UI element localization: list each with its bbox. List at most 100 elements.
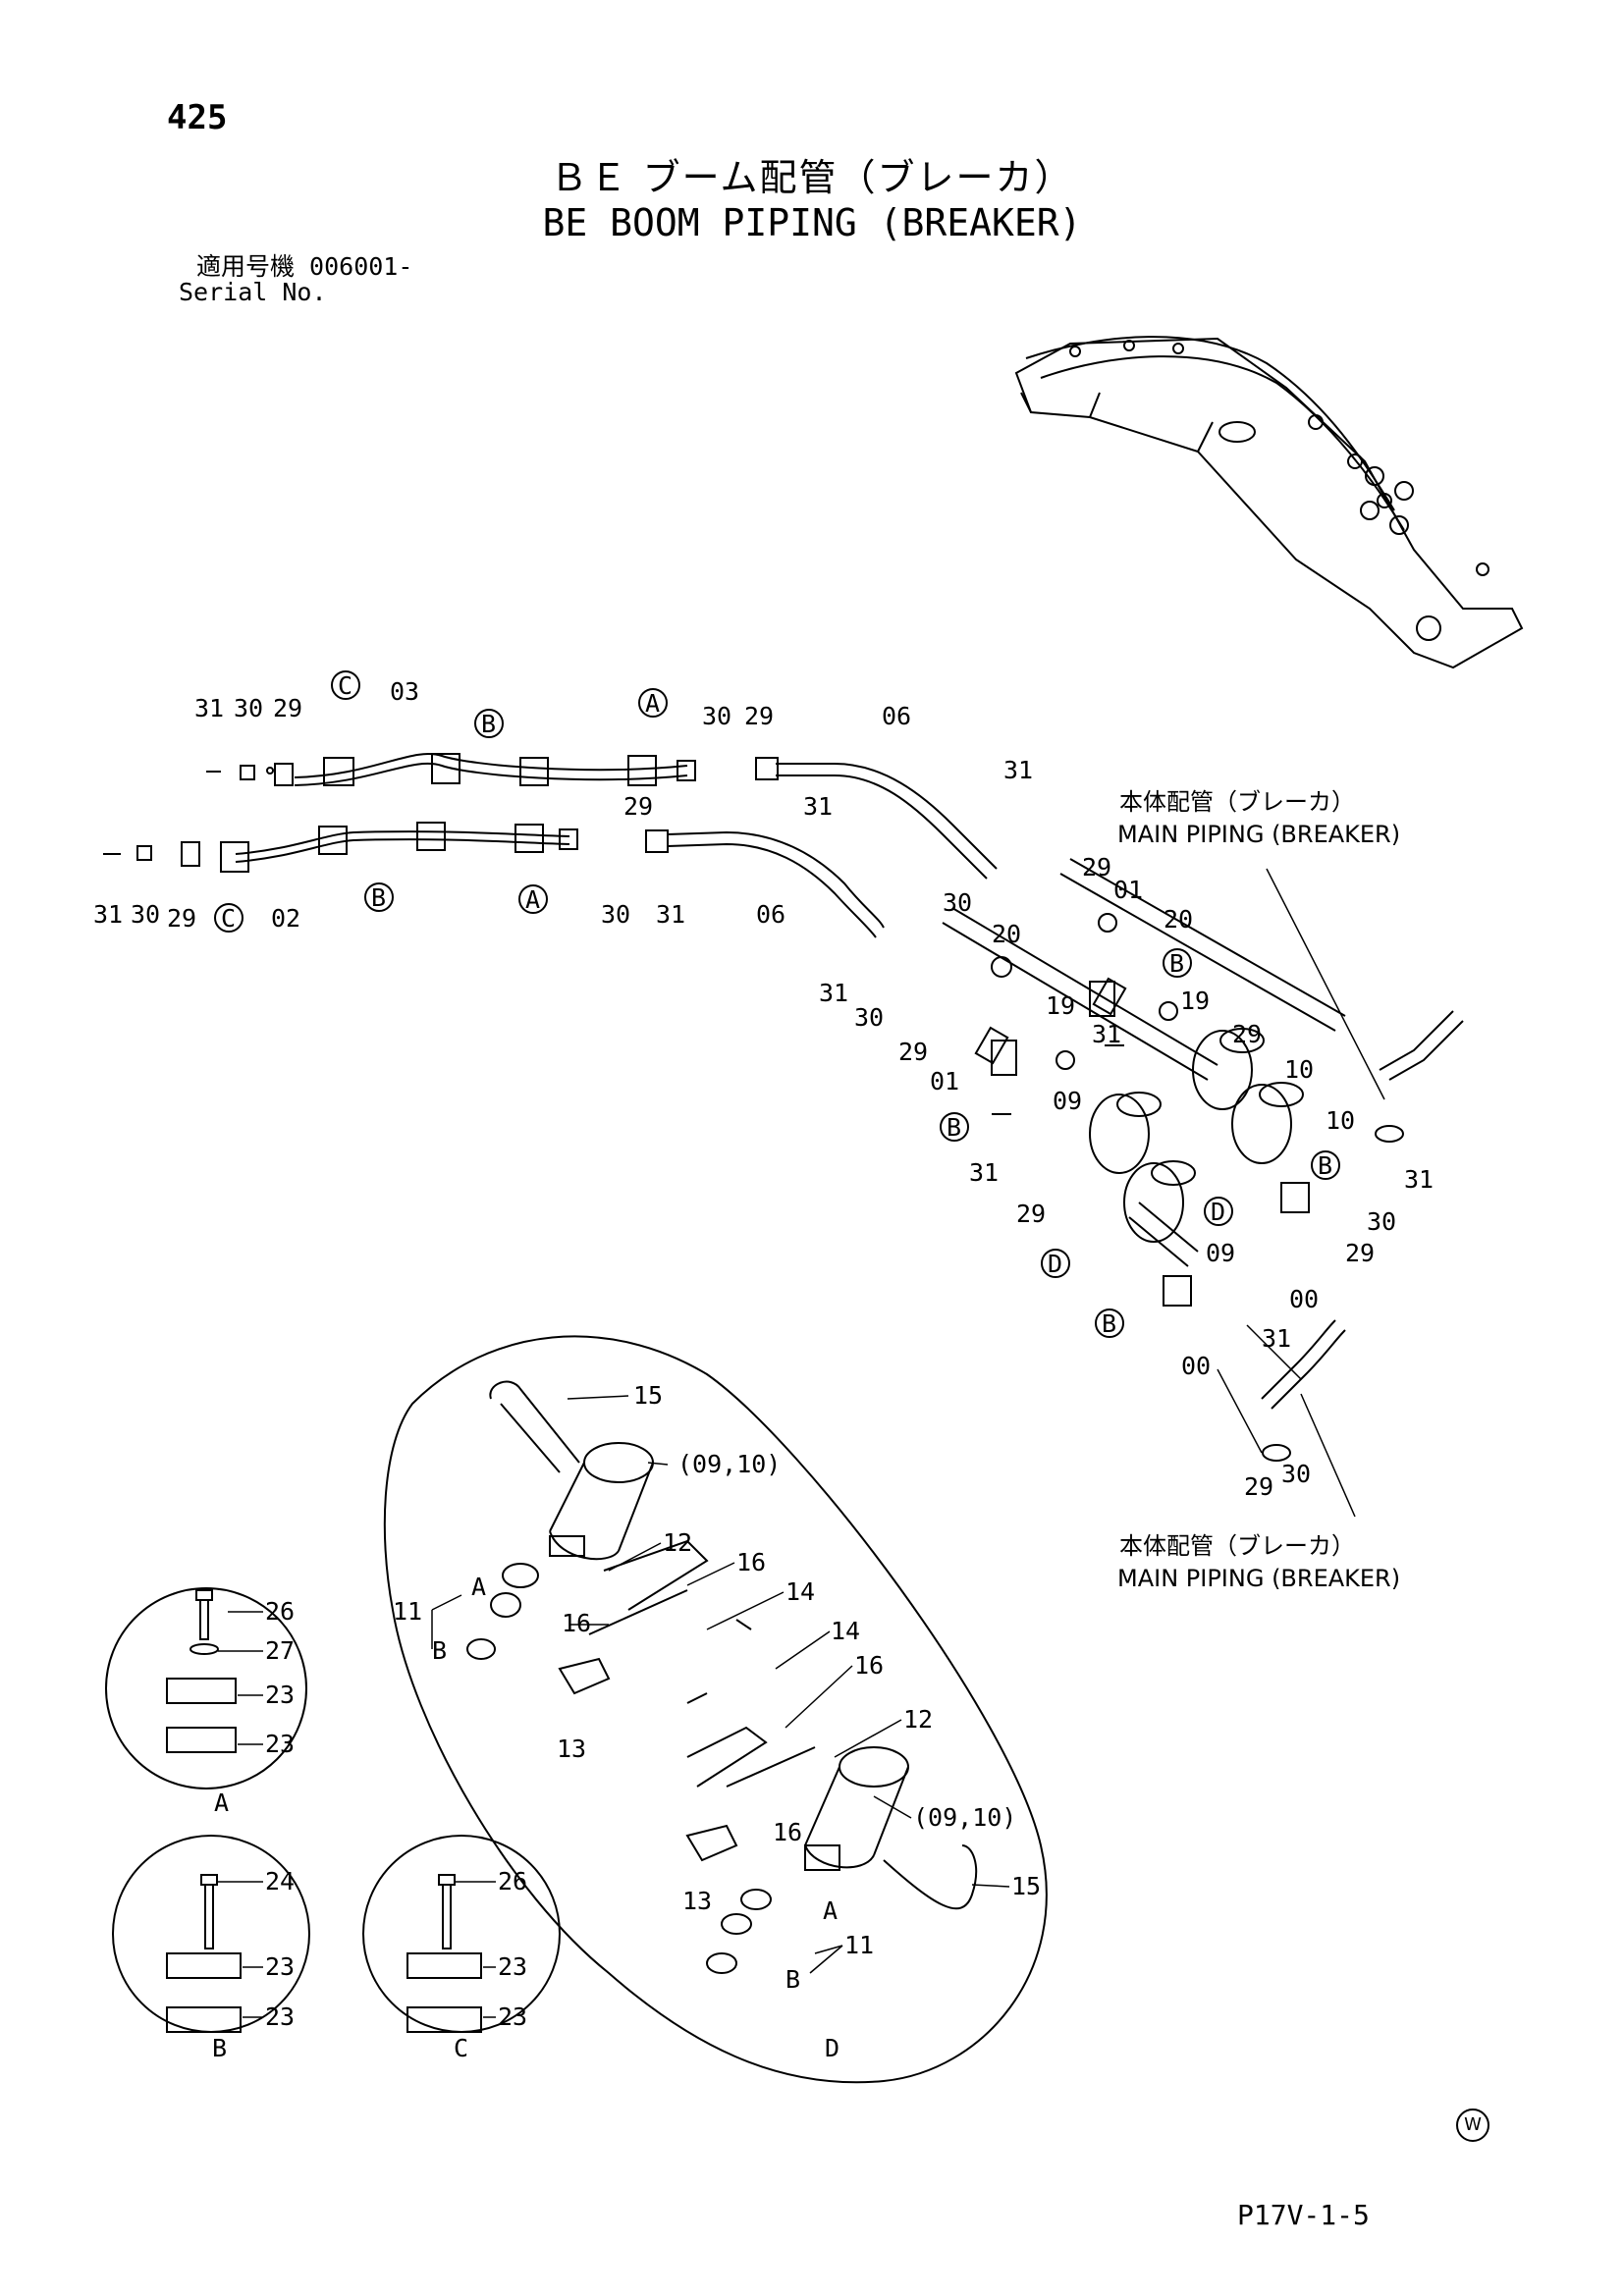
part-00-a: 00 bbox=[1289, 1285, 1319, 1313]
part-30-d: 30 bbox=[601, 900, 630, 929]
detail-d-oval bbox=[383, 1335, 1048, 2084]
part-30-e: 30 bbox=[943, 888, 972, 917]
detail-d-a-upper: A bbox=[471, 1573, 486, 1601]
part-31-f: 31 bbox=[819, 979, 848, 1007]
part-29-b: 29 bbox=[744, 702, 774, 730]
part-31-g: 31 bbox=[1092, 1020, 1121, 1048]
part-06-lower: 06 bbox=[756, 900, 785, 929]
part-31-e: 31 bbox=[1003, 756, 1033, 784]
part-29-c: 29 bbox=[623, 792, 653, 821]
detail-d-b-upper: B bbox=[432, 1636, 447, 1665]
part-0910-a: (09,10) bbox=[677, 1450, 781, 1478]
part-13-b: 13 bbox=[682, 1887, 712, 1915]
callout-b-valve-2: B bbox=[947, 1113, 961, 1142]
leader-lines bbox=[1217, 868, 1385, 1518]
part-24: 24 bbox=[265, 1867, 295, 1896]
detail-b-label: B bbox=[212, 2034, 227, 2062]
page-number: 425 bbox=[167, 98, 228, 137]
part-23-f: 23 bbox=[498, 2002, 527, 2031]
part-19-b: 19 bbox=[1046, 991, 1075, 1020]
label-leaders bbox=[218, 1395, 1010, 2018]
part-03: 03 bbox=[390, 677, 419, 706]
part-19-a: 19 bbox=[1180, 987, 1210, 1015]
callout-a-upper: A bbox=[645, 689, 660, 718]
part-31-c: 31 bbox=[93, 900, 123, 929]
part-26-b: 26 bbox=[498, 1867, 527, 1896]
watermark-icon: W bbox=[1456, 2109, 1489, 2142]
callout-b-valve-1: B bbox=[1169, 949, 1184, 978]
serial-label-english: Serial No. bbox=[179, 278, 327, 306]
part-31-h: 31 bbox=[969, 1158, 999, 1187]
part-31-b: 31 bbox=[803, 792, 833, 821]
detail-c-label: C bbox=[454, 2034, 468, 2062]
part-23-e: 23 bbox=[498, 1952, 527, 1981]
part-27: 27 bbox=[265, 1636, 295, 1665]
part-09-a: 09 bbox=[1053, 1087, 1082, 1115]
part-29-d: 29 bbox=[167, 904, 196, 933]
detail-c-circle bbox=[362, 1835, 561, 2033]
part-23-c: 23 bbox=[265, 1952, 295, 1981]
boom-overview bbox=[1014, 336, 1524, 669]
part-30-a: 30 bbox=[234, 694, 263, 722]
part-31-d: 31 bbox=[656, 900, 685, 929]
part-31-j: 31 bbox=[1262, 1324, 1291, 1353]
callout-b-valve-3: B bbox=[1318, 1151, 1332, 1180]
main-piping-label-jp-upper: 本体配管（ブレーカ） bbox=[1119, 788, 1355, 816]
part-20-a: 20 bbox=[1164, 905, 1193, 934]
detail-b-circle bbox=[112, 1835, 310, 2033]
title-english: BE BOOM PIPING (BREAKER) bbox=[542, 201, 1082, 244]
part-23-d: 23 bbox=[265, 2002, 295, 2031]
part-29-g: 29 bbox=[898, 1038, 928, 1066]
part-12-a: 12 bbox=[663, 1528, 692, 1557]
hose-06-upper bbox=[755, 757, 998, 880]
part-30-f: 30 bbox=[854, 1003, 884, 1032]
part-30-g: 30 bbox=[1367, 1207, 1396, 1236]
main-piping-label-en-upper: MAIN PIPING (BREAKER) bbox=[1117, 821, 1400, 848]
part-30-h: 30 bbox=[1281, 1460, 1311, 1488]
part-30-c: 30 bbox=[131, 900, 160, 929]
part-16-c: 16 bbox=[854, 1651, 884, 1680]
part-15-a: 15 bbox=[633, 1381, 663, 1410]
part-14-a: 14 bbox=[785, 1577, 815, 1606]
hose-06-lower bbox=[645, 829, 885, 938]
part-01-b: 01 bbox=[930, 1067, 959, 1095]
callout-c-upper: C bbox=[338, 671, 352, 700]
part-29-e: 29 bbox=[1082, 853, 1111, 881]
part-29-a: 29 bbox=[273, 694, 302, 722]
part-16-d: 16 bbox=[773, 1818, 802, 1846]
detail-d-a-lower: A bbox=[823, 1896, 838, 1925]
part-01-a: 01 bbox=[1113, 876, 1143, 904]
part-23-a: 23 bbox=[265, 1681, 295, 1709]
callout-d-valve-2: D bbox=[1048, 1250, 1062, 1278]
callout-d-valve-1: D bbox=[1211, 1198, 1225, 1226]
part-12-b: 12 bbox=[903, 1705, 933, 1734]
detail-d-b-lower: B bbox=[785, 1965, 800, 1994]
part-16-b: 16 bbox=[562, 1609, 591, 1637]
part-00-b: 00 bbox=[1181, 1352, 1211, 1380]
part-15-b: 15 bbox=[1011, 1872, 1041, 1900]
detail-d-label: D bbox=[825, 2034, 839, 2062]
part-20-b: 20 bbox=[992, 920, 1021, 948]
part-0910-b: (09,10) bbox=[913, 1803, 1016, 1832]
part-16-a: 16 bbox=[736, 1548, 766, 1576]
pipe-03-assembly bbox=[206, 752, 696, 786]
callout-c-lower: C bbox=[221, 904, 236, 933]
detail-a-label: A bbox=[214, 1789, 229, 1817]
part-30-b: 30 bbox=[702, 702, 731, 730]
part-29-i: 29 bbox=[1345, 1239, 1375, 1267]
callout-b-upper: B bbox=[481, 710, 496, 738]
part-06-upper: 06 bbox=[882, 702, 911, 730]
part-02: 02 bbox=[271, 904, 300, 933]
part-29-f: 29 bbox=[1232, 1020, 1262, 1048]
part-31-a: 31 bbox=[194, 694, 224, 722]
callout-b-valve-4: B bbox=[1102, 1309, 1116, 1338]
callout-b-lower: B bbox=[371, 883, 386, 912]
part-31-i: 31 bbox=[1404, 1165, 1434, 1194]
part-11-a: 11 bbox=[393, 1597, 422, 1626]
part-29-j: 29 bbox=[1244, 1472, 1273, 1501]
title-japanese: ＢＥ ブーム配管（ブレーカ） bbox=[550, 156, 1074, 199]
serial-label-japanese: 適用号機 006001- bbox=[196, 252, 413, 281]
part-09-b: 09 bbox=[1206, 1239, 1235, 1267]
detail-a-circle bbox=[105, 1587, 307, 1789]
